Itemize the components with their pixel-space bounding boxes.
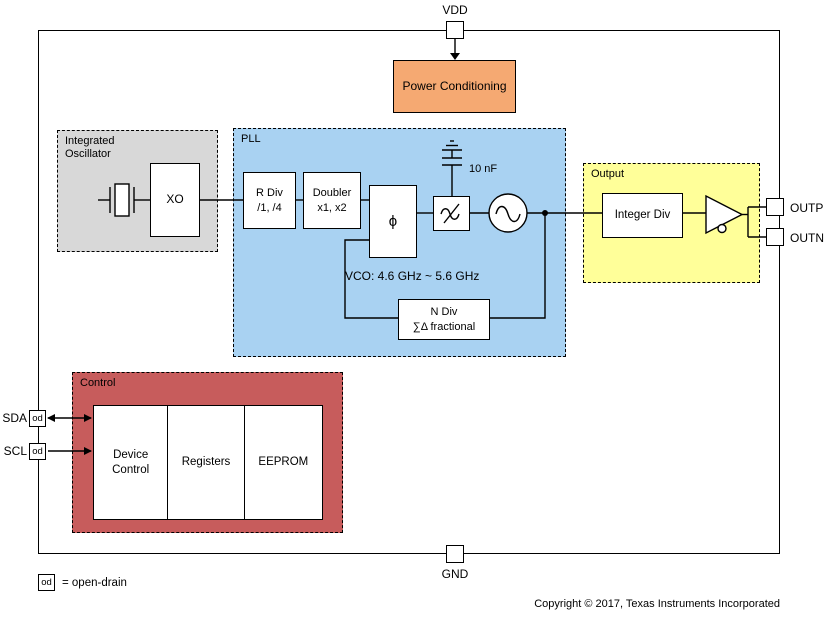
device-control-line2: Control — [112, 463, 150, 476]
integer-div-block: Integer Div — [602, 193, 683, 238]
control-registers-box: Device Control Registers EEPROM — [93, 405, 323, 520]
vdd-label: VDD — [442, 3, 468, 17]
device-control-cell: Device Control — [94, 406, 169, 519]
sda-od-box: od — [29, 410, 46, 427]
power-conditioning-block: Power Conditioning — [393, 60, 516, 113]
xo-block: XO — [150, 163, 200, 237]
footer-copyright: Copyright © 2017, Texas Instruments Inco… — [534, 598, 780, 610]
oscillator-title-line2: Oscillator — [65, 148, 111, 161]
oscillator-title-line1: Integrated — [65, 135, 115, 147]
registers-cell: Registers — [168, 406, 245, 519]
scl-od-box: od — [29, 443, 46, 460]
phase-detector-symbol: ϕ — [388, 212, 398, 230]
cap-value-label: 10 nF — [469, 163, 498, 175]
eeprom-cell: EEPROM — [245, 406, 322, 519]
sda-label: SDA — [2, 411, 27, 425]
legend-text: = open-drain — [62, 577, 127, 589]
gnd-label: GND — [441, 567, 469, 581]
outn-pin — [766, 228, 784, 246]
doubler-line1: Doubler — [312, 187, 352, 200]
doubler-line2: x1, x2 — [317, 201, 347, 214]
pll-title: PLL — [241, 133, 261, 145]
ndiv-block: N Div ∑Δ fractional — [398, 299, 490, 340]
vdd-pin — [446, 21, 464, 39]
rdiv-block: R Div /1, /4 — [243, 172, 296, 229]
oscillator-title: Integrated Oscillator — [65, 135, 115, 161]
loop-filter-block — [433, 196, 470, 231]
chip-boundary — [38, 30, 780, 554]
gnd-pin — [446, 545, 464, 563]
vco-range-note: VCO: 4.6 GHz ~ 5.6 GHz — [345, 269, 480, 283]
rdiv-line2: /1, /4 — [257, 201, 282, 214]
output-title: Output — [591, 168, 625, 180]
phase-detector-block: ϕ — [369, 185, 417, 258]
integer-div-label: Integer Div — [614, 209, 671, 222]
rdiv-line1: R Div — [256, 187, 283, 200]
registers-label: Registers — [181, 456, 231, 469]
eeprom-label: EEPROM — [258, 456, 309, 469]
control-title: Control — [80, 377, 116, 389]
xo-label: XO — [166, 192, 184, 207]
legend-od-box: od — [38, 574, 55, 591]
scl-label: SCL — [3, 444, 27, 458]
outp-label: OUTP — [790, 201, 824, 215]
device-control-line1: Device — [113, 448, 149, 461]
outn-label: OUTN — [790, 231, 824, 245]
ndiv-line2: ∑Δ fractional — [412, 320, 476, 333]
doubler-block: Doubler x1, x2 — [303, 172, 361, 229]
ndiv-line1: N Div — [430, 306, 458, 319]
power-conditioning-label: Power Conditioning — [402, 78, 507, 93]
outp-pin — [766, 198, 784, 216]
